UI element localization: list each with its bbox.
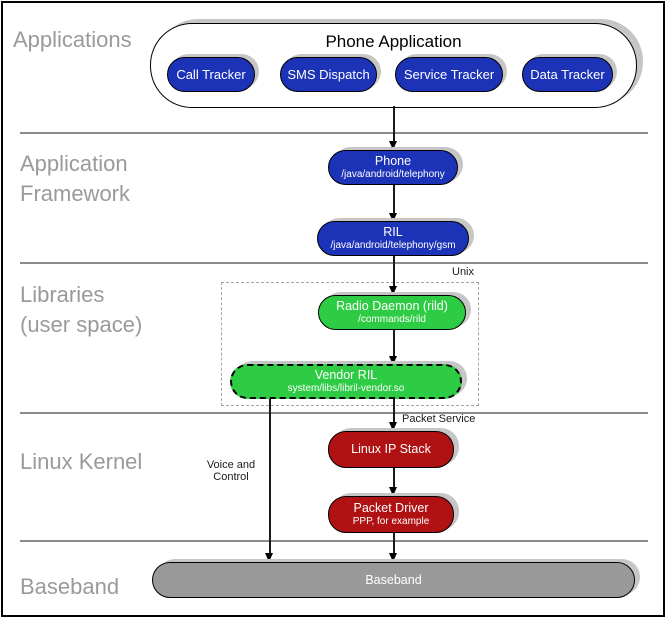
- edge-ril-to-radiodaemon: [393, 256, 395, 287]
- arrowhead-packetdriver-to-baseband: [389, 553, 397, 562]
- node-vendor-ril: Vendor RIL system/libs/libril-vendor.so: [230, 364, 462, 399]
- node-packet-driver-subtitle: PPP, for example: [352, 516, 430, 527]
- edge-ipstack-to-packetdriver: [393, 468, 395, 488]
- layer-label-libraries-line1: Libraries: [20, 282, 105, 307]
- edge-radiodaemon-to-vendorril: [393, 330, 395, 357]
- node-radio-daemon-subtitle: /commands/rild: [358, 314, 426, 325]
- node-linux-ip-stack: Linux IP Stack: [328, 431, 454, 468]
- divider-libraries-kernel: [20, 412, 648, 414]
- node-phone: Phone /java/android/telephony: [328, 150, 458, 185]
- node-vendor-ril-subtitle: system/libs/libril-vendor.so: [287, 383, 405, 394]
- node-packet-driver-title: Packet Driver: [353, 501, 429, 515]
- node-baseband: Baseband: [152, 562, 635, 598]
- edge-vendorril-to-baseband-voice: [269, 398, 271, 554]
- arrowhead-vendorril-to-baseband-voice: [265, 553, 273, 562]
- edge-phoneapp-to-phone: [393, 106, 395, 142]
- edge-phone-to-ril: [393, 185, 395, 214]
- node-phone-subtitle: /java/android/telephony: [341, 169, 445, 180]
- layer-label-application-framework-line1: Application: [20, 151, 128, 176]
- node-radio-daemon: Radio Daemon (rild) /commands/rild: [318, 295, 466, 330]
- node-ril-title: RIL: [383, 225, 403, 239]
- layer-label-libraries-line2: (user space): [20, 312, 143, 337]
- arrowhead-radiodaemon-to-vendorril: [389, 356, 397, 365]
- node-linux-ip-stack-title: Linux IP Stack: [351, 442, 431, 456]
- packet-service-label: Packet Service: [402, 413, 476, 425]
- arrowhead-phoneapp-to-phone: [389, 141, 397, 150]
- node-baseband-title: Baseband: [365, 572, 422, 587]
- divider-applications-framework: [20, 132, 648, 134]
- edge-vendorril-to-ipstack: [393, 398, 395, 423]
- node-service-tracker: Service Tracker: [395, 57, 503, 92]
- node-radio-daemon-title: Radio Daemon (rild): [336, 299, 448, 313]
- layer-label-linux-kernel: Linux Kernel: [20, 449, 143, 474]
- layer-label-application-framework: Application Framework: [20, 149, 130, 209]
- arrowhead-ril-to-radiodaemon: [389, 286, 397, 295]
- divider-kernel-baseband: [20, 540, 648, 542]
- node-ril-subtitle: /java/android/telephony/gsm: [330, 240, 456, 251]
- node-phone-title: Phone: [374, 154, 412, 168]
- phone-application-title: Phone Application: [325, 32, 462, 51]
- layer-label-application-framework-line2: Framework: [20, 181, 131, 206]
- divider-framework-libraries: [20, 262, 648, 264]
- voice-and-control-line2: Control: [213, 471, 249, 483]
- arrowhead-phone-to-ril: [389, 213, 397, 222]
- edge-packetdriver-to-baseband: [393, 533, 395, 554]
- unix-label: Unix: [452, 266, 475, 278]
- voice-and-control-line1: Voice and: [206, 459, 256, 471]
- voice-and-control-label: Voice and Control: [200, 459, 262, 483]
- layer-label-applications: Applications: [13, 27, 132, 52]
- layer-label-baseband: Baseband: [20, 574, 120, 599]
- layer-label-libraries: Libraries (user space): [20, 280, 142, 340]
- node-call-tracker: Call Tracker: [167, 57, 255, 92]
- arrowhead-vendorril-to-ipstack: [389, 422, 397, 431]
- node-data-tracker: Data Tracker: [522, 57, 613, 92]
- node-vendor-ril-title: Vendor RIL: [314, 368, 378, 382]
- arrowhead-ipstack-to-packetdriver: [389, 487, 397, 496]
- node-packet-driver: Packet Driver PPP, for example: [328, 496, 454, 533]
- node-sms-dispatch: SMS Dispatch: [280, 57, 377, 92]
- unix-boundary-box: [221, 282, 479, 406]
- node-ril: RIL /java/android/telephony/gsm: [317, 221, 469, 256]
